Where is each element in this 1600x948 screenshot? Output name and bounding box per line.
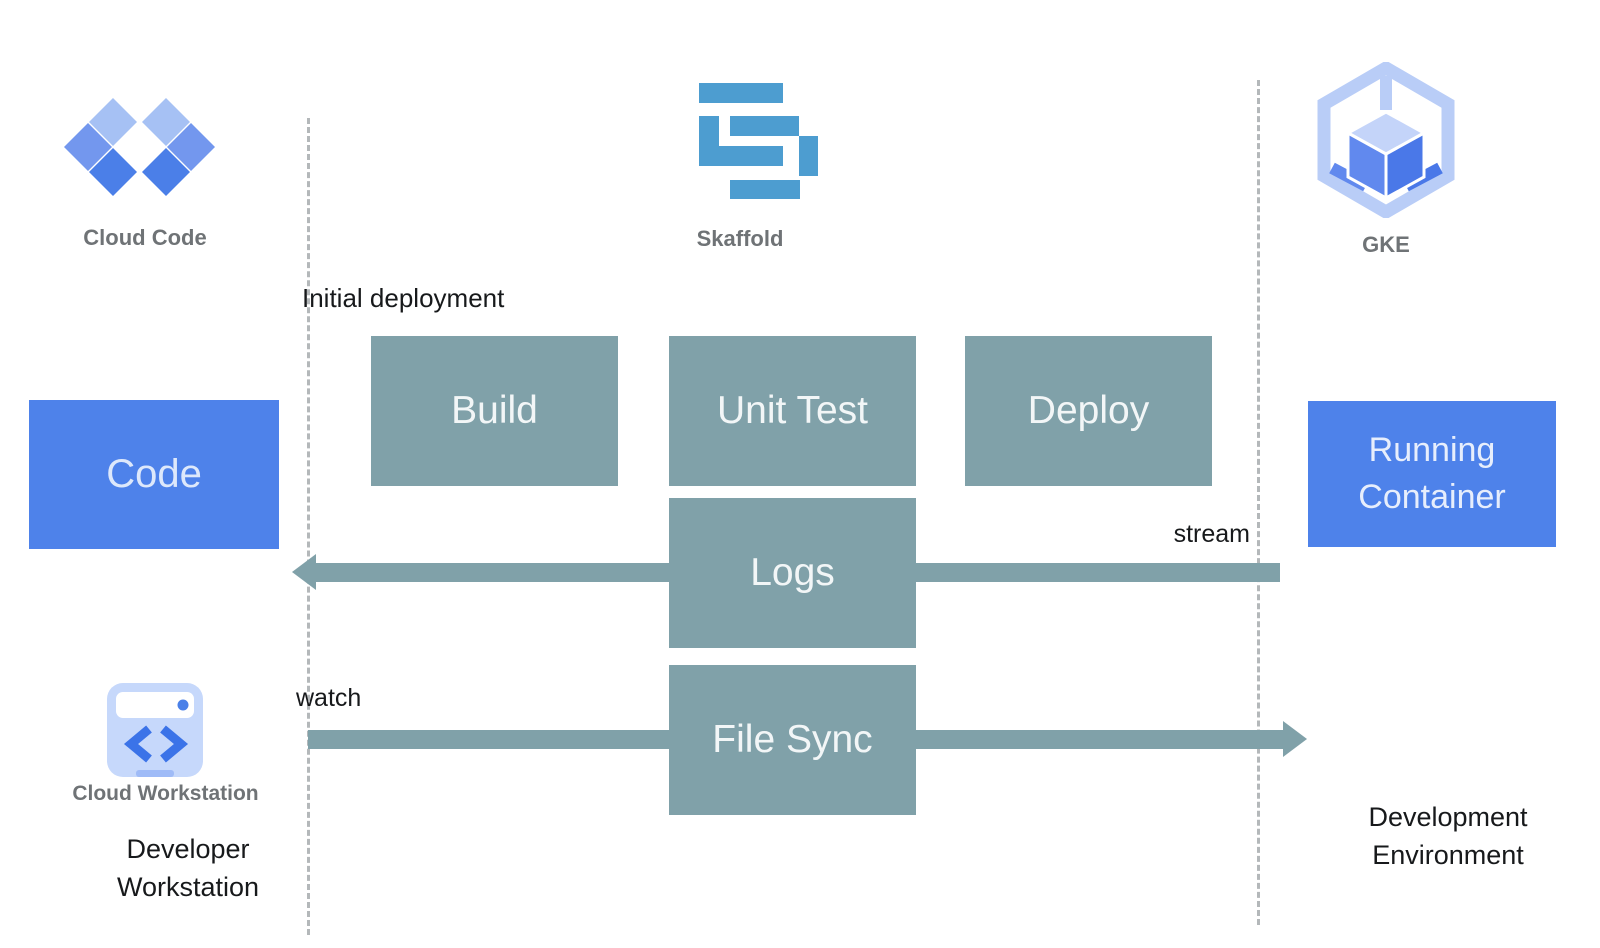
skaffold-icon <box>699 83 818 199</box>
node-file-sync: File Sync <box>669 665 916 815</box>
watch-label: watch <box>296 684 362 712</box>
node-deploy: Deploy <box>965 336 1212 486</box>
stream-arrowhead-left-icon <box>292 554 316 590</box>
cloud-workstation-label: Cloud Workstation <box>72 782 259 805</box>
initial-deployment-label: Initial deployment <box>302 283 505 313</box>
cloud-code-icon <box>64 98 215 196</box>
node-code: Code <box>29 400 279 549</box>
node-running-container: Running Container <box>1308 401 1556 547</box>
node-unit-test: Unit Test <box>669 336 916 486</box>
cloud-workstation-icon <box>107 683 203 777</box>
node-logs: Logs <box>669 498 916 648</box>
developer-workstation-label: Developer Workstation <box>116 834 260 902</box>
cloud-code-label: Cloud Code <box>83 225 207 250</box>
gke-icon <box>1317 62 1455 218</box>
development-environment-label: Development Environment <box>1368 802 1528 870</box>
left-zone-divider <box>307 118 310 935</box>
node-build: Build <box>371 336 618 486</box>
skaffold-label: Skaffold <box>696 226 784 251</box>
right-zone-divider <box>1257 80 1260 925</box>
watch-arrowhead-right-icon <box>1283 721 1307 757</box>
gke-label: GKE <box>1362 232 1410 257</box>
stream-label: stream <box>1173 520 1250 548</box>
